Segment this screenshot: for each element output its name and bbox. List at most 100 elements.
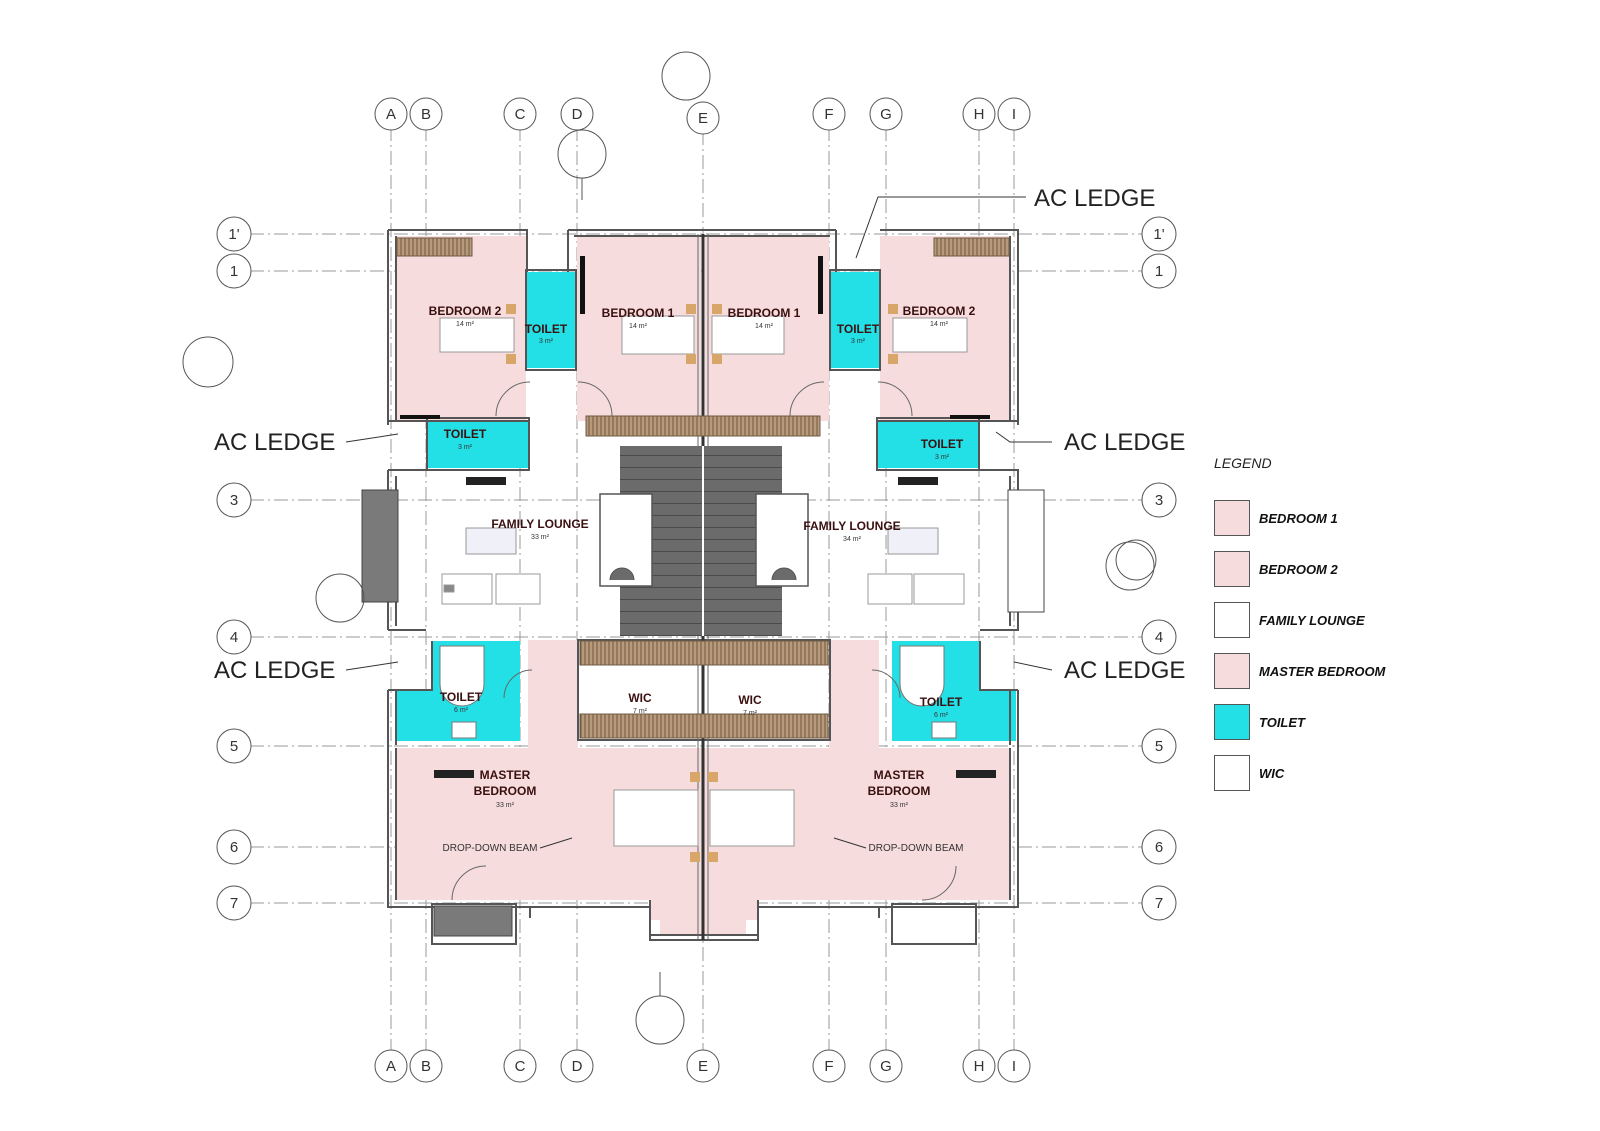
grid-row-right-7: 7 — [1155, 895, 1163, 912]
label-bedroom-2-right: BEDROOM 2 — [903, 304, 976, 318]
label-bedroom-2-left: BEDROOM 2 — [429, 304, 502, 318]
room-labels: BEDROOM 2 TOILET BEDROOM 1 BEDROOM 1 TOI… — [429, 304, 976, 854]
grid-col-bottom-f: F — [824, 1058, 833, 1075]
area-toilet-low-right: 6 m² — [934, 712, 949, 719]
legend-item-master-bedroom: MASTER BEDROOM — [1214, 653, 1454, 691]
ac-ledge-label-mid-left: AC LEDGE — [214, 429, 335, 456]
area-toilet-top-left: 3 m² — [539, 338, 554, 345]
label-master-left-line2: BEDROOM — [474, 784, 537, 798]
grid-row-right-4: 4 — [1155, 629, 1163, 646]
label-toilet-mid-left: TOILET — [444, 427, 487, 441]
wardrobes — [396, 237, 1010, 739]
label-master-right-line2: BEDROOM — [868, 784, 931, 798]
grid-row-left-5: 5 — [230, 738, 238, 755]
label-bedroom-1-left: BEDROOM 1 — [602, 306, 675, 320]
label-wic-right: WIC — [738, 693, 762, 707]
grid-col-top-a: A — [386, 106, 396, 123]
room-toilet-top-right — [831, 272, 879, 368]
area-lounge-right: 34 m² — [843, 536, 862, 543]
grid-row-left-7: 7 — [230, 895, 238, 912]
legend-label-bedroom-2: BEDROOM 2 — [1259, 562, 1338, 577]
area-toilet-low-left: 6 m² — [454, 707, 469, 714]
grid-col-bottom-a: A — [386, 1058, 396, 1075]
legend-swatch-bedroom-2 — [1214, 551, 1250, 587]
grid-col-top-i: I — [1012, 106, 1016, 123]
grid-col-top-d: D — [572, 106, 583, 123]
label-bedroom-1-right: BEDROOM 1 — [728, 306, 801, 320]
tv-units — [434, 477, 996, 778]
area-master-right: 33 m² — [890, 802, 909, 809]
row-bubbles: 1' 1 3 4 5 6 7 1' 1 3 4 5 6 7 — [216, 216, 1177, 921]
ac-ledge-label-mid-right: AC LEDGE — [1064, 429, 1185, 456]
area-bedroom-1-right: 14 m² — [755, 323, 774, 330]
legend-label-bedroom-1: BEDROOM 1 — [1259, 511, 1338, 526]
drop-beam-label-right: DROP-DOWN BEAM — [869, 843, 964, 854]
legend-item-bedroom-2: BEDROOM 2 — [1214, 551, 1454, 589]
label-toilet-top-right: TOILET — [837, 322, 880, 336]
legend-label-family-lounge: FAMILY LOUNGE — [1259, 613, 1365, 628]
ac-ledge-blocks — [361, 489, 1045, 937]
label-toilet-low-right: TOILET — [920, 695, 963, 709]
legend-title: LEGEND — [1214, 455, 1272, 471]
nightstands — [506, 304, 898, 862]
legend-item-bedroom-1: BEDROOM 1 — [1214, 500, 1454, 538]
grid-row-right-5: 5 — [1155, 738, 1163, 755]
grid-row-right-6: 6 — [1155, 839, 1163, 856]
area-toilet-mid-right: 3 m² — [935, 454, 950, 461]
grid-col-bottom-e: E — [698, 1058, 708, 1075]
grid-col-bottom-c: C — [515, 1058, 526, 1075]
area-bedroom-1-left: 14 m² — [629, 323, 648, 330]
grid-row-left-3: 3 — [230, 492, 238, 509]
ac-ledge-labels: AC LEDGE AC LEDGE AC LEDGE AC LEDGE AC L… — [214, 185, 1185, 684]
ac-ledge-label-top: AC LEDGE — [1034, 185, 1155, 212]
label-toilet-low-left: TOILET — [440, 690, 483, 704]
grid-row-left-1-prime: 1' — [228, 226, 239, 243]
room-toilet-top-left — [527, 272, 575, 368]
column-bubbles: A B C D E F G H I A B C D E F G H I — [374, 97, 1031, 1083]
drop-beam-label-left: DROP-DOWN BEAM — [443, 843, 538, 854]
room-master-corridor-right — [829, 640, 879, 748]
grid-col-top-b: B — [421, 106, 431, 123]
legend-item-toilet: TOILET — [1214, 704, 1454, 742]
bathtubs — [439, 645, 957, 739]
ac-ledge-label-low-right: AC LEDGE — [1064, 657, 1185, 684]
stair-core — [599, 446, 809, 636]
door-swings — [451, 381, 957, 901]
legend-swatch-bedroom-1 — [1214, 500, 1250, 536]
area-master-left: 33 m² — [496, 802, 515, 809]
grid-col-bottom-h: H — [974, 1058, 985, 1075]
area-wic-left: 7 m² — [633, 708, 648, 715]
legend-label-master-bedroom: MASTER BEDROOM — [1259, 664, 1386, 679]
area-bedroom-2-right: 14 m² — [930, 321, 949, 328]
grid-col-top-e: E — [698, 110, 708, 127]
legend-label-toilet: TOILET — [1259, 715, 1305, 730]
label-lounge-left: FAMILY LOUNGE — [491, 517, 588, 531]
room-toilet-mid-right — [878, 420, 978, 468]
label-toilet-top-left: TOILET — [525, 322, 568, 336]
legend-swatch-master-bedroom — [1214, 653, 1250, 689]
furniture — [439, 315, 968, 847]
area-toilet-top-right: 3 m² — [851, 338, 866, 345]
area-bedroom-2-left: 14 m² — [456, 321, 475, 328]
grid-col-bottom-g: G — [880, 1058, 892, 1075]
legend-item-family-lounge: FAMILY LOUNGE — [1214, 602, 1454, 640]
grid-row-left-4: 4 — [230, 629, 238, 646]
grid-row-right-3: 3 — [1155, 492, 1163, 509]
legend-swatch-toilet — [1214, 704, 1250, 740]
grid-col-bottom-b: B — [421, 1058, 431, 1075]
legend-swatch-family-lounge — [1214, 602, 1250, 638]
room-master-corridor-left — [530, 640, 578, 748]
grid-col-bottom-d: D — [572, 1058, 583, 1075]
label-toilet-mid-right: TOILET — [921, 437, 964, 451]
legend-swatch-wic — [1214, 755, 1250, 791]
ac-ledge-label-low-left: AC LEDGE — [214, 657, 335, 684]
callout-leaders — [345, 196, 1053, 849]
grid-col-top-g: G — [880, 106, 892, 123]
grid-col-top-c: C — [515, 106, 526, 123]
grid-col-top-f: F — [824, 106, 833, 123]
legend-label-wic: WIC — [1259, 766, 1285, 781]
grid-row-right-1-prime: 1' — [1153, 226, 1164, 243]
reference-circles — [182, 51, 1157, 1045]
label-master-left-line1: MASTER — [480, 768, 531, 782]
